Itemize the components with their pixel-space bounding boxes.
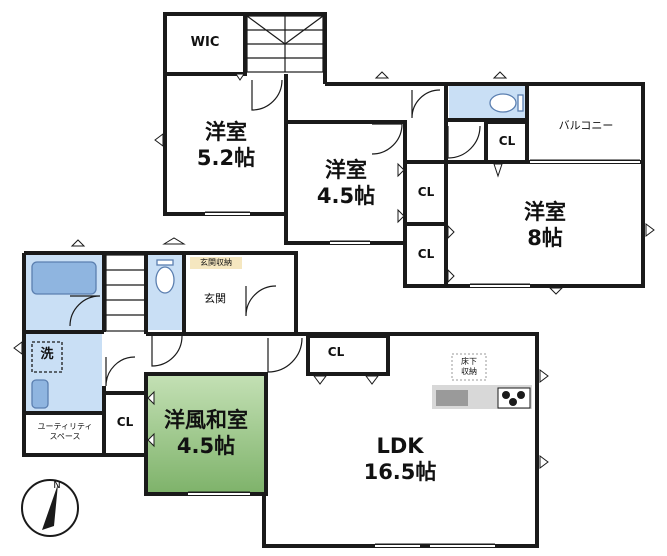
north-arrow-icon xyxy=(42,484,58,530)
toilet-lower xyxy=(155,266,175,294)
wic-label: WIC xyxy=(190,35,220,50)
bedroom-52-name: 洋室 xyxy=(205,120,247,144)
utility-label-line1: ユーティリティ xyxy=(37,422,93,431)
japanese-room xyxy=(146,376,264,492)
stairs-lower xyxy=(105,254,147,332)
cl-ldk-label: CL xyxy=(327,345,345,359)
entrance-label: 玄関 xyxy=(204,292,226,305)
bedroom-8-name: 洋室 xyxy=(524,200,566,224)
bedroom-52-size: 5.2帖 xyxy=(196,146,256,170)
cl-utility-label: CL xyxy=(116,415,134,429)
japanese-room-name: 洋風和室 xyxy=(164,408,248,432)
compass xyxy=(21,479,79,537)
underfloor-storage-line2: 収納 xyxy=(461,367,477,376)
compass-north-label: N xyxy=(53,480,61,491)
fixtures xyxy=(31,93,524,409)
bathtub xyxy=(31,261,97,295)
utility-label-line2: スペース xyxy=(49,432,81,441)
walls xyxy=(22,12,645,548)
balcony-label: バルコニー xyxy=(558,119,614,132)
cl-mid1-label: CL xyxy=(417,185,435,199)
window-marks xyxy=(188,159,640,545)
bedroom-45-name: 洋室 xyxy=(325,158,367,182)
entrance-storage-label-bg xyxy=(190,257,242,269)
washer-box xyxy=(31,341,63,373)
underfloor-storage-line1: 床下 xyxy=(461,357,477,366)
cl-top-label: CL xyxy=(498,134,516,148)
cl-mid2-label: CL xyxy=(417,247,435,261)
ldk-name: LDK xyxy=(376,434,424,458)
wash-basin xyxy=(31,379,49,409)
windows xyxy=(188,161,640,547)
entrance-storage-label: 玄関収納 xyxy=(200,258,232,267)
stairs-upper xyxy=(246,15,324,73)
vent-markers xyxy=(13,71,655,469)
bedroom-8-size: 8帖 xyxy=(527,226,563,250)
ldk-size: 16.5帖 xyxy=(363,460,437,484)
toilet-upper xyxy=(489,93,517,113)
japanese-room-size: 4.5帖 xyxy=(176,434,236,458)
bedroom-45-size: 4.5帖 xyxy=(316,184,376,208)
washer-label: 洗 xyxy=(40,347,54,362)
kitchen-counter xyxy=(436,353,531,409)
doors xyxy=(69,79,481,387)
